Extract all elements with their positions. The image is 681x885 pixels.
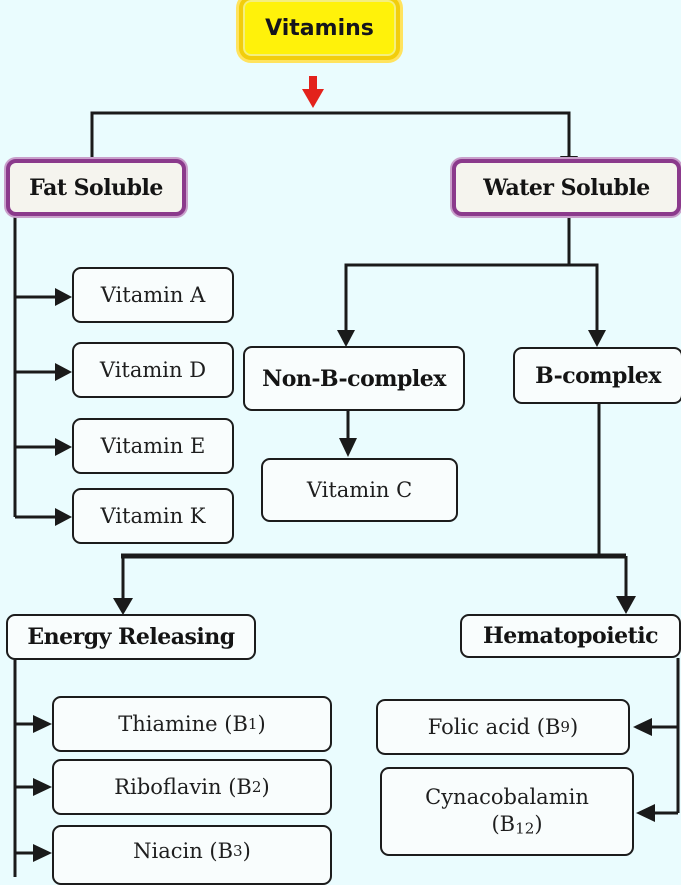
energy-releasing-label: Energy Releasing bbox=[27, 624, 235, 650]
item-code: B bbox=[544, 715, 561, 739]
node-non-b-complex: Non-B-complex bbox=[243, 346, 465, 411]
node-b-complex: B-complex bbox=[513, 347, 681, 404]
item-label: Vitamin K bbox=[100, 504, 206, 528]
arrowhead-icon bbox=[337, 330, 355, 347]
arrowhead-icon bbox=[633, 718, 652, 736]
node-water-soluble: Water Soluble bbox=[452, 159, 681, 216]
arrowhead-icon bbox=[55, 288, 72, 306]
hematopoietic-label: Hematopoietic bbox=[483, 623, 658, 649]
connector-water-split bbox=[344, 213, 571, 334]
arrowhead-icon bbox=[55, 508, 72, 526]
arrowhead-icon bbox=[588, 330, 606, 347]
item-code: B bbox=[217, 839, 234, 863]
arrowhead-icon bbox=[33, 844, 52, 862]
node-vitamin-a: Vitamin A bbox=[72, 267, 234, 323]
arrowhead-icon bbox=[616, 596, 636, 614]
node-vitamin-d: Vitamin D bbox=[72, 342, 234, 398]
item-name: Thiamine bbox=[118, 712, 218, 736]
item-name: Folic acid bbox=[427, 715, 531, 739]
item-label: Vitamin E bbox=[100, 434, 206, 458]
b-complex-label: B-complex bbox=[535, 362, 661, 389]
item-subscript: 9 bbox=[560, 718, 571, 736]
water-soluble-label: Water Soluble bbox=[483, 174, 650, 201]
node-fat-soluble: Fat Soluble bbox=[6, 159, 186, 216]
item-code: B bbox=[499, 812, 516, 837]
node-energy-releasing: Energy Releasing bbox=[6, 614, 256, 660]
item-subscript: 1 bbox=[247, 715, 258, 733]
arrowhead-icon bbox=[33, 715, 52, 733]
item-name: Niacin bbox=[133, 839, 203, 863]
non-b-complex-label: Non-B-complex bbox=[262, 365, 446, 392]
item-code: B bbox=[236, 775, 252, 799]
item-name: Riboflavin bbox=[114, 775, 222, 799]
item-name: Cynacobalamin bbox=[425, 784, 589, 809]
arrowhead-icon bbox=[33, 778, 52, 796]
arrowhead-icon bbox=[55, 438, 72, 456]
item-code-line: (B12) bbox=[491, 812, 543, 838]
item-label: Vitamin D bbox=[99, 358, 207, 382]
item-label: Vitamin A bbox=[100, 283, 206, 307]
item-subscript: 3 bbox=[233, 842, 243, 860]
fat-soluble-label: Fat Soluble bbox=[29, 174, 163, 201]
root-arrow-icon bbox=[302, 76, 324, 108]
item-label: Vitamin C bbox=[306, 478, 413, 502]
root-label: Vitamins bbox=[265, 15, 374, 41]
item-subscript: 12 bbox=[515, 819, 535, 838]
node-hematopoietic: Hematopoietic bbox=[460, 614, 681, 658]
root-node-vitamins: Vitamins bbox=[239, 0, 400, 60]
item-subscript: 2 bbox=[251, 778, 262, 796]
connector-top-split bbox=[90, 111, 571, 160]
node-vitamin-k: Vitamin K bbox=[72, 488, 234, 544]
node-vitamin-e: Vitamin E bbox=[72, 418, 234, 474]
node-vitamin-c: Vitamin C bbox=[261, 458, 458, 522]
arrowhead-icon bbox=[55, 363, 72, 381]
node-cynacobalamin: Cynacobalamin (B12) bbox=[380, 767, 634, 856]
arrowhead-icon bbox=[636, 804, 655, 822]
arrowhead-icon bbox=[339, 438, 357, 457]
item-code: B bbox=[232, 712, 248, 736]
arrowhead-icon bbox=[113, 598, 133, 615]
